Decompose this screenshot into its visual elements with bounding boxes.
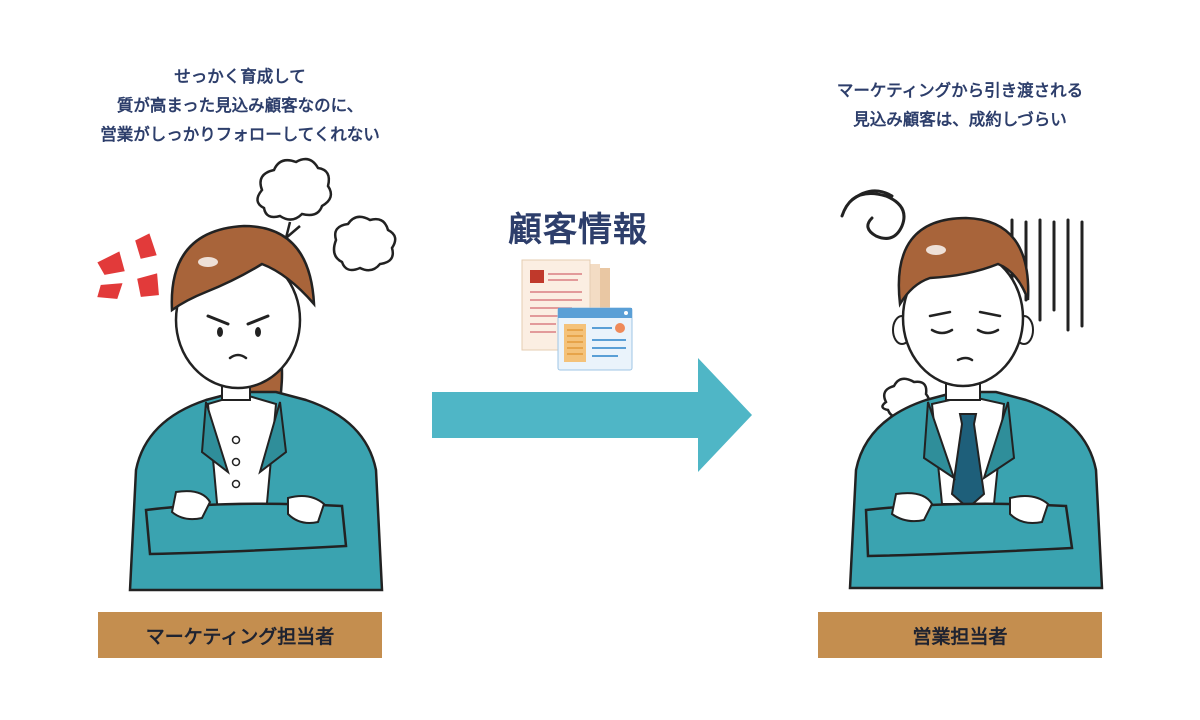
thought-bubble-icon [256, 157, 333, 242]
thought-bubble-icon [332, 215, 397, 272]
quote-line: 営業がしっかりフォローしてくれない [100, 125, 380, 144]
customer-info-title: 顧客情報 [508, 210, 648, 250]
marketing-complaint-text: せっかく育成して 質が高まった見込み顧客なのに、 営業がしっかりフォローしてくれ… [40, 62, 440, 149]
sales-complaint-text: マーケティングから引き渡される 見込み顧客は、成約しづらい [780, 76, 1140, 134]
dizzy-swirl-icon [840, 189, 906, 240]
quote-line: マーケティングから引き渡される [836, 81, 1084, 100]
marketing-role-label: マーケティング担当者 [98, 612, 382, 658]
quote-line: 質が高まった見込み顧客なのに、 [116, 96, 364, 115]
sales-person-illustration [840, 189, 1104, 590]
quote-line: 見込み顧客は、成約しづらい [853, 110, 1067, 129]
anger-mark-icon [94, 230, 162, 302]
marketing-person-illustration [94, 157, 397, 592]
quote-line: せっかく育成して [174, 67, 306, 86]
sales-role-label: 営業担当者 [818, 612, 1102, 658]
flow-arrow [432, 358, 752, 472]
documents-icon [521, 259, 633, 371]
